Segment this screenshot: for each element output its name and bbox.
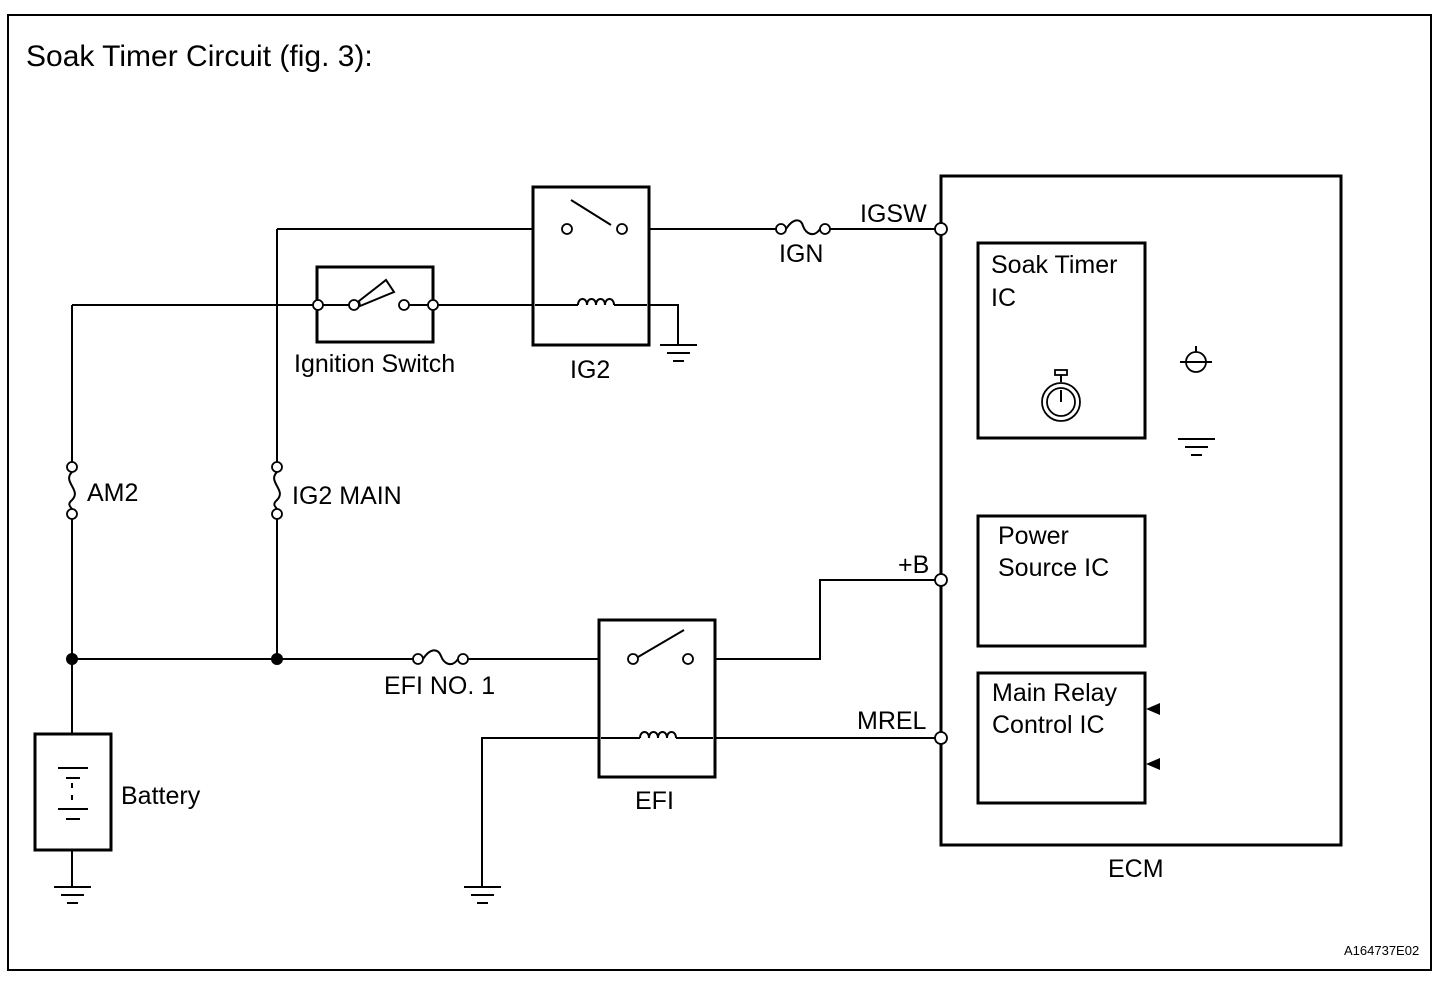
ground-icon-soak-timer: [1178, 438, 1215, 456]
terminal-igsw-label: IGSW: [860, 200, 927, 228]
efi-relay-label: EFI: [635, 787, 674, 815]
terminal-mrel: [934, 731, 948, 745]
power-source-ic: [976, 514, 1147, 648]
main-relay-control-ic: [976, 671, 1147, 805]
stopwatch-icon: [1041, 369, 1081, 422]
arrow-icon-soak-timer-input: [1146, 758, 1160, 770]
ignition-switch-label: Ignition Switch: [294, 350, 455, 378]
soak-timer-ic-label-line1: Soak Timer: [991, 251, 1117, 279]
battery-label: Battery: [121, 782, 201, 810]
soak-timer-ic-label-line2: IC: [991, 284, 1016, 312]
figure-frame: [7, 14, 1432, 971]
diagram-title: Soak Timer Circuit (fig. 3):: [26, 40, 373, 73]
ground-icon-efi: [464, 886, 501, 904]
power-source-ic-label-line1: Power: [998, 522, 1069, 550]
main-relay-control-ic-label-line1: Main Relay: [992, 679, 1118, 707]
terminal-mrel-label: MREL: [857, 707, 927, 735]
battery: [33, 732, 113, 852]
junction-dot-battery: [66, 653, 78, 665]
efi-relay: [597, 618, 717, 779]
fuse-ig2-main-label: IG2 MAIN: [292, 482, 402, 510]
power-source-ic-label-line2: Source IC: [998, 554, 1109, 582]
terminal-plus-b: [934, 573, 948, 587]
fuse-ig2-main: [271, 461, 283, 520]
fuse-am2-label: AM2: [87, 479, 138, 507]
fuse-ign: [775, 219, 831, 236]
ig2-relay: [531, 185, 651, 347]
ig2-relay-label: IG2: [570, 356, 610, 384]
terminal-igsw: [934, 222, 948, 236]
ground-icon-battery: [54, 886, 91, 904]
figure-code: A164737E02: [1344, 943, 1419, 958]
fuse-am2: [66, 461, 78, 520]
fuse-efi-no1-label: EFI NO. 1: [384, 672, 495, 700]
junction-dot-ig2-main: [271, 653, 283, 665]
fuse-ign-label: IGN: [779, 240, 823, 268]
ecm-label: ECM: [1108, 855, 1164, 883]
fuse-efi-no1: [412, 649, 469, 666]
main-relay-control-ic-label-line2: Control IC: [992, 711, 1105, 739]
ignition-switch: [312, 265, 439, 344]
internal-battery-icon: [1180, 346, 1212, 373]
terminal-plus-b-label: +B: [898, 551, 929, 579]
ground-icon-ig2: [660, 344, 697, 362]
arrow-icon-igsw-input: [1146, 703, 1160, 715]
